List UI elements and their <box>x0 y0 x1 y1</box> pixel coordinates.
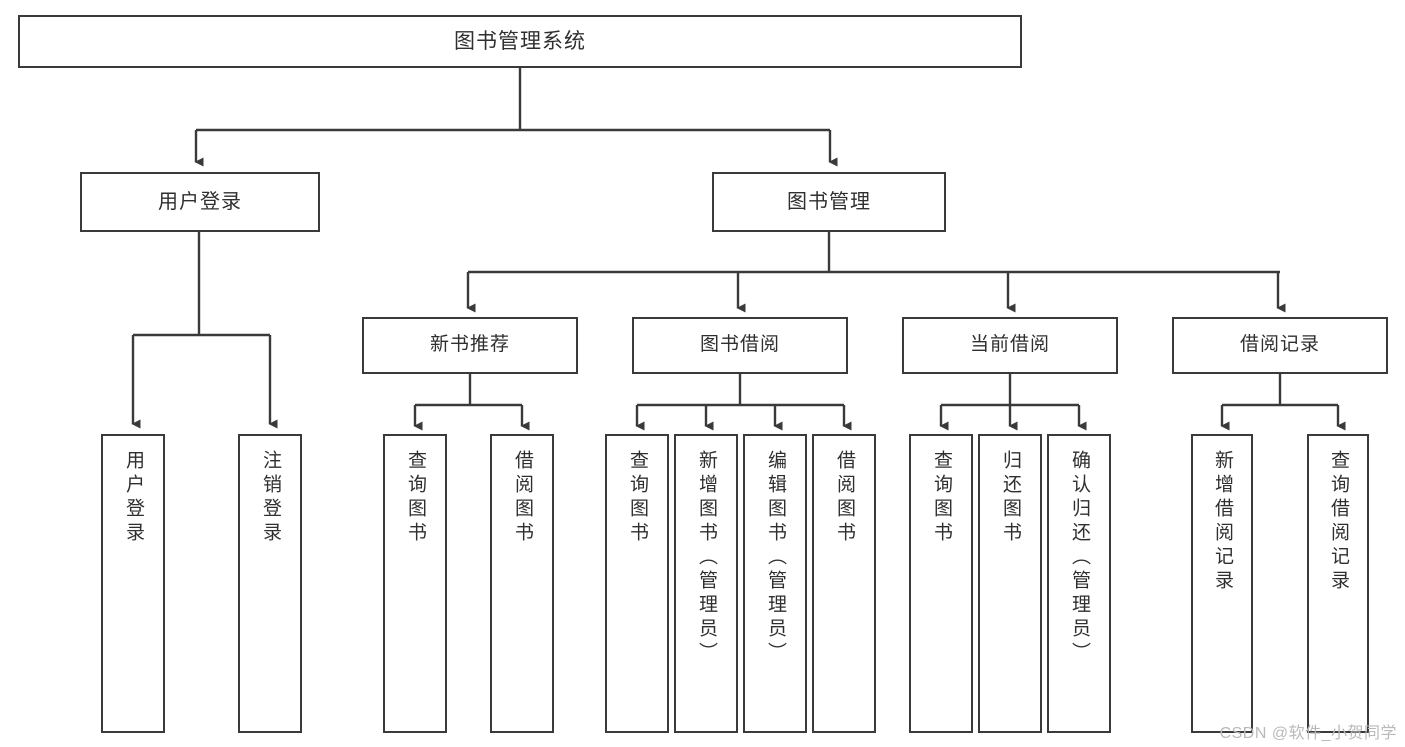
node-leaf-query-book-3[interactable]: 查询图书 <box>909 434 973 733</box>
node-label: 查询图书 <box>626 450 648 546</box>
node-label: 归还图书 <box>999 450 1021 546</box>
node-label: 借阅图书 <box>511 450 533 546</box>
node-leaf-query-borrow-record[interactable]: 查询借阅记录 <box>1307 434 1369 733</box>
node-label: 注销登录 <box>259 450 281 546</box>
node-new-book-recommend[interactable]: 新书推荐 <box>362 317 578 374</box>
node-label: 借阅记录 <box>1239 334 1320 356</box>
node-label: 新书推荐 <box>429 334 510 356</box>
node-leaf-user-login[interactable]: 用户登录 <box>101 434 165 733</box>
node-label: 新增借阅记录 <box>1211 450 1233 594</box>
node-leaf-logout-login[interactable]: 注销登录 <box>238 434 302 733</box>
node-label: 图书管理 <box>787 191 871 213</box>
node-leaf-query-book-2[interactable]: 查询图书 <box>605 434 669 733</box>
node-current-borrow[interactable]: 当前借阅 <box>902 317 1118 374</box>
node-label: 图书借阅 <box>699 334 780 356</box>
node-label: 查询图书 <box>404 450 426 546</box>
node-label: 新增图书（管理员） <box>695 450 717 666</box>
node-label: 查询借阅记录 <box>1327 450 1349 594</box>
node-label: 借阅图书 <box>833 450 855 546</box>
node-label: 图书管理系统 <box>454 29 586 53</box>
node-book-borrow[interactable]: 图书借阅 <box>632 317 848 374</box>
node-label: 用户登录 <box>122 450 144 546</box>
node-root-book-management-system[interactable]: 图书管理系统 <box>18 15 1022 68</box>
node-leaf-edit-book-admin[interactable]: 编辑图书（管理员） <box>743 434 807 733</box>
node-label: 用户登录 <box>158 191 242 213</box>
node-leaf-borrow-book-1[interactable]: 借阅图书 <box>490 434 554 733</box>
node-leaf-return-book[interactable]: 归还图书 <box>978 434 1042 733</box>
node-borrow-record[interactable]: 借阅记录 <box>1172 317 1388 374</box>
node-leaf-borrow-book-2[interactable]: 借阅图书 <box>812 434 876 733</box>
node-user-login[interactable]: 用户登录 <box>80 172 320 232</box>
node-label: 确认归还（管理员） <box>1068 450 1090 666</box>
node-book-manage[interactable]: 图书管理 <box>712 172 946 232</box>
node-leaf-query-book-1[interactable]: 查询图书 <box>383 434 447 733</box>
node-label: 当前借阅 <box>969 334 1050 356</box>
node-label: 查询图书 <box>930 450 952 546</box>
node-label: 编辑图书（管理员） <box>764 450 786 666</box>
node-leaf-add-book-admin[interactable]: 新增图书（管理员） <box>674 434 738 733</box>
node-leaf-add-borrow-record[interactable]: 新增借阅记录 <box>1191 434 1253 733</box>
node-leaf-confirm-return-admin[interactable]: 确认归还（管理员） <box>1047 434 1111 733</box>
